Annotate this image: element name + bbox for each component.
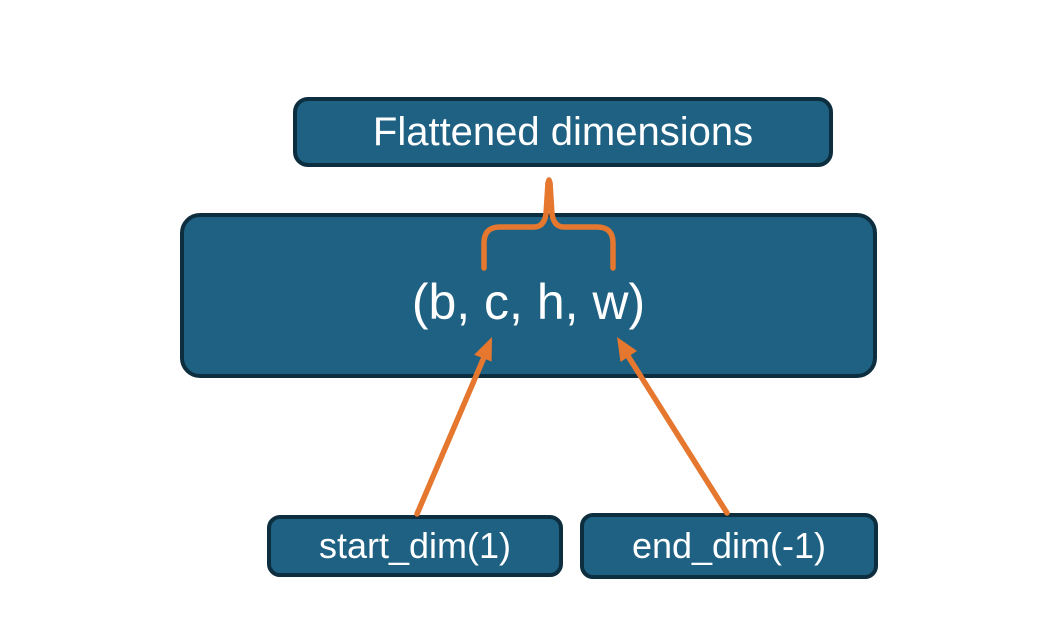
end-dim-box: end_dim(-1)	[580, 513, 878, 579]
tensor-shape-box: (b, c, h, w)	[180, 213, 877, 378]
flattened-dimensions-box: Flattened dimensions	[293, 97, 833, 167]
end-dim-arrow-line	[625, 353, 730, 516]
end-dim-label: end_dim(-1)	[631, 525, 827, 566]
start-dim-label: start_dim(1)	[318, 525, 512, 566]
start-dim-arrow-line	[414, 352, 488, 517]
flattened-dimensions-label: Flattened dimensions	[372, 110, 754, 154]
start-dim-box: start_dim(1)	[267, 515, 563, 577]
tensor-shape-label: (b, c, h, w)	[411, 273, 646, 330]
